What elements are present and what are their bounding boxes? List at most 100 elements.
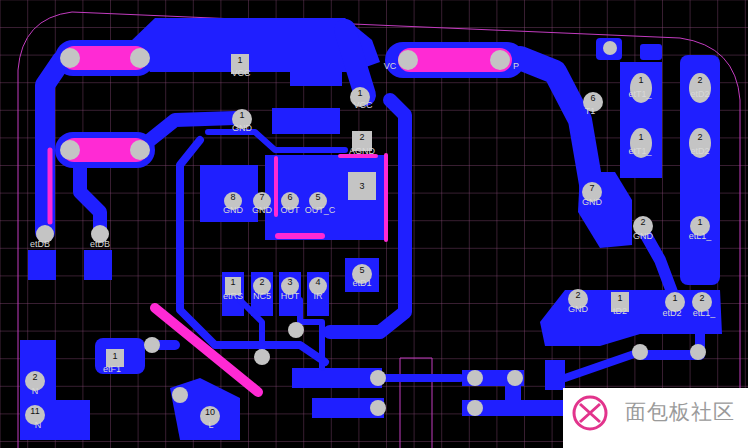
pad — [60, 48, 80, 68]
copper-trace — [620, 62, 662, 178]
pin-number: 1 — [357, 88, 362, 98]
copper-trace — [28, 250, 56, 280]
copper-trace — [378, 374, 460, 382]
net-name: GND — [223, 205, 243, 215]
pad — [25, 48, 712, 426]
copper-trace — [330, 100, 405, 332]
via — [144, 41, 706, 416]
pin-number: 2 — [699, 293, 704, 303]
net-name: VCC — [353, 100, 372, 110]
copper-trace — [222, 272, 244, 316]
net-name: GND — [582, 197, 602, 207]
via — [632, 344, 648, 360]
milled-slot — [274, 158, 278, 215]
board-outline — [400, 358, 432, 448]
pad — [60, 140, 80, 160]
copper-trace — [84, 250, 112, 280]
pad — [689, 128, 711, 158]
net-name: N — [32, 386, 39, 396]
pin-number: 3 — [287, 277, 292, 287]
net-name: N — [35, 420, 42, 430]
pin-number: 2 — [32, 372, 37, 382]
net-name: VCC — [231, 68, 250, 78]
net-name: P — [513, 61, 519, 71]
copper-trace — [680, 55, 720, 285]
net-name: etD2 — [662, 308, 681, 318]
copper-trace — [307, 272, 329, 316]
copper-trace — [240, 300, 262, 355]
pin-number: 2 — [697, 132, 702, 142]
copper-trace — [95, 338, 145, 374]
pin-number: 7 — [259, 192, 264, 202]
watermark-logo — [563, 388, 748, 448]
via — [370, 400, 386, 416]
pin-number: 1 — [638, 75, 643, 85]
net-name: etDB — [90, 239, 110, 249]
pin-number: 3 — [359, 181, 364, 191]
pin-number: 1 — [617, 293, 622, 303]
copper-trace — [540, 290, 722, 346]
watermark-logo — [563, 388, 748, 448]
milled-slot — [278, 233, 322, 239]
pin-number: 2 — [575, 290, 580, 300]
net-name: etF1 — [103, 364, 121, 374]
copper-trace — [80, 165, 100, 232]
copper-trace — [462, 370, 524, 386]
copper-trace — [290, 60, 342, 86]
fuse-slot — [398, 48, 512, 72]
pad — [130, 140, 150, 160]
milled-slot — [155, 308, 258, 392]
copper-trace — [520, 58, 592, 190]
pad — [130, 48, 150, 68]
copper-trace — [300, 300, 322, 368]
pin-number: 1 — [237, 55, 242, 65]
pin-number: 1 — [112, 351, 117, 361]
pin-number: 2 — [697, 75, 702, 85]
pad — [490, 50, 510, 70]
copper-trace — [596, 38, 622, 60]
net-name: etD2 — [690, 89, 709, 99]
pin-number: 5 — [315, 192, 320, 202]
net-name: tD2 — [613, 306, 627, 316]
copper-trace — [272, 108, 340, 134]
net-name: etD2 — [690, 146, 709, 156]
copper-trace — [565, 352, 640, 378]
net-name: OUT — [281, 205, 300, 215]
copper-trace — [345, 30, 365, 95]
copper-trace — [20, 340, 90, 440]
pad — [348, 172, 376, 200]
net-name: NC5 — [253, 291, 271, 301]
pin-number: 7 — [589, 183, 594, 193]
net-name: OUT_C — [305, 205, 336, 215]
pin-number: 8 — [230, 192, 235, 202]
via — [370, 370, 386, 386]
pin-number: 6 — [287, 192, 292, 202]
copper-trace — [640, 300, 700, 355]
milled-slot — [384, 155, 388, 240]
fuse-slot — [62, 46, 512, 162]
copper-trace — [265, 155, 388, 240]
copper-trace — [292, 368, 382, 388]
copper-trace — [45, 60, 62, 232]
via — [467, 400, 483, 416]
via — [467, 370, 483, 386]
copper-trace — [251, 272, 273, 316]
pin-number: 1 — [638, 132, 643, 142]
copper-trace — [45, 30, 700, 378]
copper-trace — [545, 360, 565, 390]
copper-trace — [385, 42, 525, 78]
board-outline — [18, 12, 740, 448]
via — [144, 337, 160, 353]
net-name: etDB — [30, 239, 50, 249]
pad — [689, 73, 711, 103]
via — [288, 322, 304, 338]
pin-number: 1 — [230, 277, 235, 287]
pin-number: 4 — [315, 277, 320, 287]
via — [507, 370, 523, 386]
pin-number: 6 — [590, 93, 595, 103]
via — [690, 344, 706, 360]
milled-slot — [50, 150, 386, 392]
net-name: GND — [232, 123, 252, 133]
